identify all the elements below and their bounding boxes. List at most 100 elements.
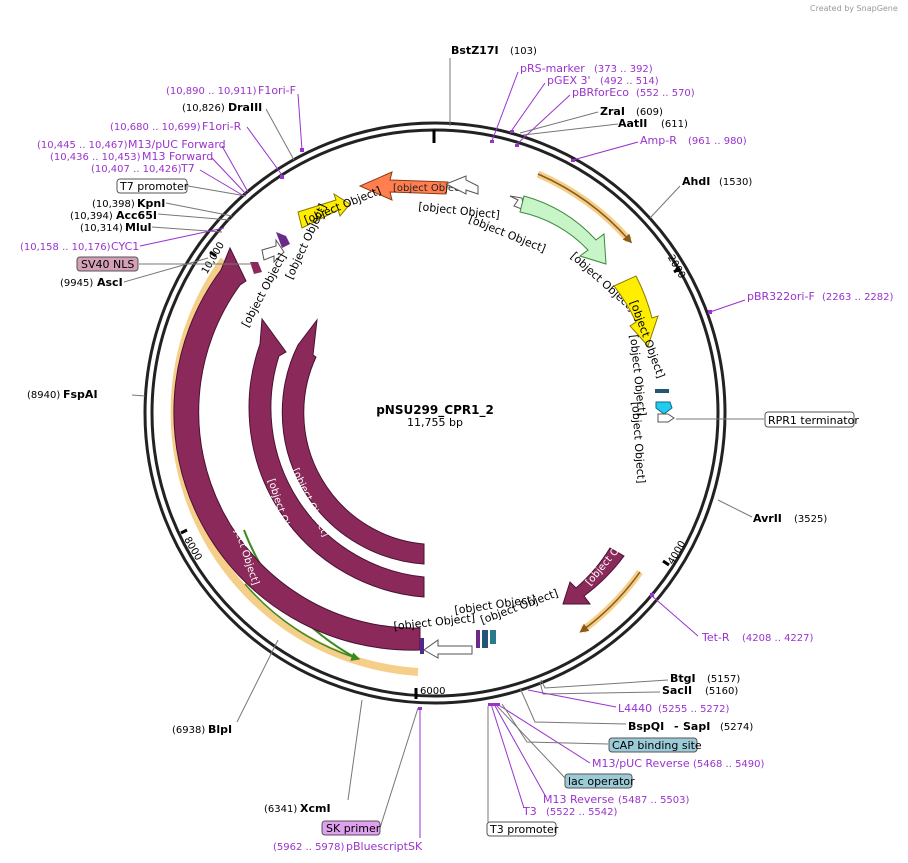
trp1-label: [object Object]: [393, 183, 467, 194]
plasmid-length: 11,755 bp: [407, 416, 463, 429]
enzyme-kpni[interactable]: KpnI: [137, 197, 165, 210]
tef1-promoter-feature: [423, 639, 473, 659]
rpr1-terminator-label: RPR1 terminator: [768, 414, 859, 427]
lac-promoter-mark: [490, 630, 496, 644]
primer-pos: (492 .. 514): [600, 76, 659, 87]
primer-pos: (4208 .. 4227): [742, 633, 814, 644]
enzyme-ahdi[interactable]: AhdI: [682, 175, 710, 188]
cas9-arc-2: [248, 317, 425, 598]
enzyme-blpi[interactable]: BlpI: [208, 723, 232, 736]
enzyme-pos: (611): [661, 119, 688, 130]
enzyme-draiii[interactable]: DraIII: [228, 101, 262, 114]
enzyme-pos: (609): [636, 107, 663, 118]
lac-operator-box[interactable]: [564, 773, 633, 789]
enzyme-bspqi[interactable]: BspQI: [628, 720, 664, 733]
enzyme-pos: (10,398): [92, 199, 135, 210]
enzyme-zrai[interactable]: ZraI: [600, 105, 625, 118]
rpr1-terminator-box[interactable]: [764, 411, 855, 428]
t3-promoter-box[interactable]: [486, 821, 557, 837]
primer-t3[interactable]: T3: [522, 805, 537, 818]
enzyme-acc65i[interactable]: Acc65I: [116, 209, 157, 222]
primer-pos: (5487 .. 5503): [618, 795, 690, 806]
enzyme-pos: (10,394): [70, 211, 113, 222]
enzyme-pos: (5160): [705, 686, 738, 697]
primer-pgex3[interactable]: pGEX 3': [547, 74, 591, 87]
t3-promoter-label: T3 promoter: [489, 823, 559, 836]
ori-feature: [613, 275, 659, 347]
ampr-promoter-feature: [509, 195, 525, 211]
cas9-arc-3: [281, 318, 425, 565]
tick-6000: 6000: [414, 686, 445, 699]
cyc1-terminator-label: [object Object]: [239, 251, 289, 329]
primer-tet-r[interactable]: Tet-R: [701, 631, 730, 644]
primer-pos: (10,407 .. 10,426): [91, 164, 182, 175]
primer-pbluescriptsk[interactable]: pBluescriptSK: [346, 840, 423, 853]
enzyme-sacii[interactable]: SacII: [662, 684, 692, 697]
primer-cyc1[interactable]: CYC1: [111, 240, 139, 253]
enzyme-btgi[interactable]: BtgI: [670, 672, 696, 685]
sv40-nls-box[interactable]: [76, 256, 139, 272]
m13rev-mark: [476, 630, 480, 648]
primer-pos: (961 .. 980): [688, 136, 747, 147]
enzyme-fspai[interactable]: FspAI: [63, 388, 98, 401]
enzyme-pos: (6341): [264, 804, 297, 815]
primer-pos: (10,680 .. 10,699): [110, 122, 201, 133]
enzyme-pos: (6938): [172, 725, 205, 736]
tetr-feature: [562, 547, 625, 605]
cas9-arc-1: [173, 246, 421, 651]
tick-label: 6000: [420, 686, 445, 697]
primer-amp-r[interactable]: Amp-R: [640, 134, 677, 147]
primer-pos: (552 .. 570): [636, 88, 695, 99]
primer-l4440[interactable]: L4440: [618, 702, 652, 715]
primer-pos: (5468 .. 5490): [693, 759, 765, 770]
cap-binding-site-box[interactable]: [608, 737, 698, 753]
primer-t7[interactable]: T7: [180, 162, 195, 175]
enzyme-xcmi[interactable]: XcmI: [300, 802, 331, 815]
enzyme-pos: (10,314): [80, 223, 123, 234]
cap-binding-site-label: CAP binding site: [612, 739, 702, 752]
sv40-nls-mark: [250, 262, 262, 274]
grna-scaffold-label: [object Object]: [629, 401, 648, 484]
tef1-mark: [420, 638, 424, 654]
grna-scaffold-feature: [655, 401, 673, 415]
primer-m13-reverse[interactable]: M13 Reverse: [543, 793, 614, 806]
tet-operator-mark: [655, 389, 669, 393]
enzyme-bstz17i[interactable]: BstZ17I: [451, 44, 499, 57]
t7-promoter-box[interactable]: [116, 178, 188, 194]
sv40-nls-label: SV40 NLS: [81, 258, 134, 271]
enzyme-sapi[interactable]: SapI: [683, 720, 710, 733]
enzyme-aatii[interactable]: AatII: [618, 117, 647, 130]
lac-operator-mark: [482, 630, 488, 648]
primer-pbr322ori-f[interactable]: pBR322ori-F: [747, 290, 815, 303]
enzyme-avrii[interactable]: AvrII: [753, 512, 782, 525]
enzyme-pos: (5157): [707, 674, 740, 685]
primer-pos: (10,158 .. 10,176): [20, 242, 111, 253]
primer-pos: (2263 .. 2282): [822, 292, 894, 303]
sk-primer-box[interactable]: [321, 820, 381, 836]
enzyme-asci[interactable]: AscI: [97, 276, 123, 289]
enzyme-pos: (3525): [794, 514, 827, 525]
ampr-promoter-label: [object Object]: [467, 213, 548, 256]
enzyme-pos: (10,826): [182, 103, 225, 114]
primer-prs-marker[interactable]: pRS-marker: [520, 62, 585, 75]
f1ori-feature: [297, 192, 351, 229]
snapgene-credit: Created by SnapGene: [810, 4, 898, 13]
primer-m13puc-reverse[interactable]: M13/pUC Reverse: [592, 757, 690, 770]
trp1-promoter-feature: [444, 175, 479, 195]
trp1-feature: [358, 171, 449, 201]
primer-f1ori-r[interactable]: F1ori-R: [202, 120, 242, 133]
lac-operator-label: lac operator: [568, 775, 635, 788]
primer-m13-forward[interactable]: M13 Forward: [142, 150, 213, 163]
primer-pos: (10,890 .. 10,911): [166, 86, 257, 97]
primer-pos: (10,436 .. 10,453): [50, 152, 141, 163]
primer-f1ori-f[interactable]: F1ori-F: [258, 84, 296, 97]
plasmid-name: pNSU299_CPR1_2: [376, 403, 494, 418]
orf-arrow-1: [244, 583, 361, 661]
primer-m13puc-forward[interactable]: M13/pUC Forward: [128, 138, 226, 151]
primer-pos: (5962 .. 5978): [273, 842, 345, 853]
primer-pos: (5255 .. 5272): [658, 704, 730, 715]
primer-pbrforeco[interactable]: pBRforEco: [572, 86, 629, 99]
enzyme-pos: (5274): [720, 722, 753, 733]
enzyme-mlui[interactable]: MluI: [125, 221, 152, 234]
